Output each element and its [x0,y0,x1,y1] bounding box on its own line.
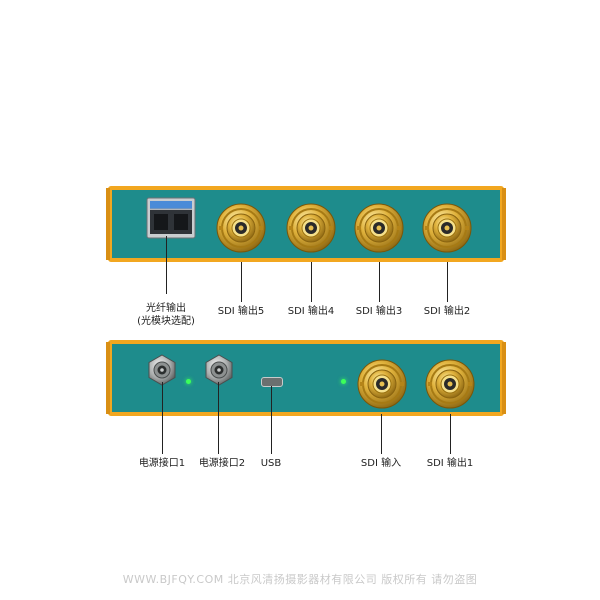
bnc-connector-icon[interactable] [425,359,475,409]
leader-line [379,262,380,302]
bnc-connector-icon[interactable] [357,359,407,409]
leader-line [166,236,167,294]
label-fiber-output: 光纤输出 (光模块选配) [137,302,195,328]
label-power-port-2: 电源接口2 [198,458,246,469]
status-led-icon [186,379,191,384]
leader-line [450,414,451,454]
leader-line [447,262,448,302]
leader-line [241,262,242,302]
panel-bracket-left [106,188,110,260]
panel-bracket-left [106,342,110,414]
usb-port-icon[interactable] [261,377,283,387]
leader-line [271,386,272,454]
label-sdi-in: SDI 输入 [360,458,402,469]
panel-bracket-right [502,342,506,414]
device-rear-panel [106,340,506,416]
label-sdi-out-1: SDI 输出1 [426,458,474,469]
bnc-connector-icon[interactable] [422,203,472,253]
label-usb: USB [260,458,282,469]
label-sdi-out-4: SDI 输出4 [287,306,335,317]
sfp-module-icon[interactable] [146,197,196,239]
leader-line [162,382,163,454]
power-connector-icon[interactable] [203,354,235,386]
label-fiber-output-note: (光模块选配) [137,316,195,327]
label-sdi-out-5: SDI 输出5 [217,306,265,317]
status-led-icon [341,379,346,384]
bnc-connector-icon[interactable] [354,203,404,253]
watermark-text: WWW.BJFQY.COM 北京风清扬摄影器材有限公司 版权所有 请勿盗图 [122,573,478,586]
label-power-port-1: 电源接口1 [138,458,186,469]
leader-line [381,414,382,454]
leader-line [218,382,219,454]
label-sdi-out-3: SDI 输出3 [355,306,403,317]
bnc-connector-icon[interactable] [216,203,266,253]
label-fiber-output-text: 光纤输出 [146,303,186,314]
leader-line [311,262,312,302]
device-front-panel [106,186,506,262]
panel-bracket-right [502,188,506,260]
bnc-connector-icon[interactable] [286,203,336,253]
label-sdi-out-2: SDI 输出2 [423,306,471,317]
